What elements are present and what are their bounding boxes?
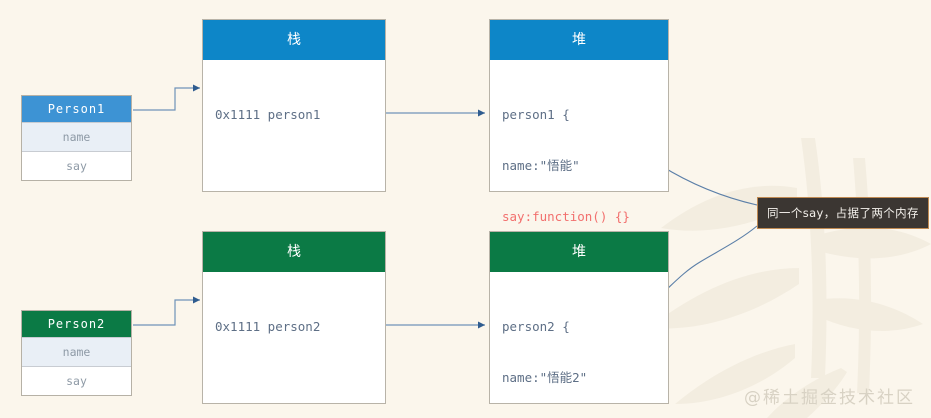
- object-row-name: name: [22, 122, 131, 151]
- object-card-person2[interactable]: Person2 name say: [21, 310, 132, 396]
- stack-panel-person1[interactable]: 栈 0x1111 person1: [202, 19, 386, 192]
- heap-panel-body: person1 { name:"悟能" say:function() {} }: [490, 60, 668, 353]
- stack-panel-header: 栈: [203, 20, 385, 60]
- site-watermark: @稀土掘金技术社区: [744, 388, 915, 408]
- heap-panel-person1[interactable]: 堆 person1 { name:"悟能" say:function() {} …: [489, 19, 669, 318]
- heap-panel-body: person2 { name:"悟能2" say:function() {} }: [490, 272, 668, 418]
- object-card-person1[interactable]: Person1 name say: [21, 95, 132, 181]
- object-card-title: Person2: [22, 311, 131, 337]
- heap-panel-header: 堆: [490, 232, 668, 272]
- heap-panel-person2[interactable]: 堆 person2 { name:"悟能2" say:function() {}…: [489, 231, 669, 404]
- stack-entry: 0x1111 person1: [215, 107, 321, 122]
- heap-panel-header: 堆: [490, 20, 668, 60]
- object-row-name: name: [22, 337, 131, 366]
- stack-entry: 0x1111 person2: [215, 319, 321, 334]
- stack-panel-person2[interactable]: 栈 0x1111 person2: [202, 231, 386, 404]
- annotation-text: 同一个say，占据了两个内存: [767, 206, 919, 220]
- stack-panel-header: 栈: [203, 232, 385, 272]
- stack-panel-body: 0x1111 person1: [203, 60, 385, 157]
- object-row-say: say: [22, 366, 131, 395]
- heap-code-line: name:"悟能2": [502, 370, 588, 385]
- heap-code-line: person1 {: [502, 107, 570, 122]
- heap-code-line-say: say:function() {}: [502, 209, 630, 224]
- heap-code-line: name:"悟能": [502, 158, 580, 173]
- heap-code-line: person2 {: [502, 319, 570, 334]
- object-row-say: say: [22, 151, 131, 180]
- stack-panel-body: 0x1111 person2: [203, 272, 385, 369]
- annotation-callout[interactable]: 同一个say，占据了两个内存: [757, 197, 929, 229]
- object-card-title: Person1: [22, 96, 131, 122]
